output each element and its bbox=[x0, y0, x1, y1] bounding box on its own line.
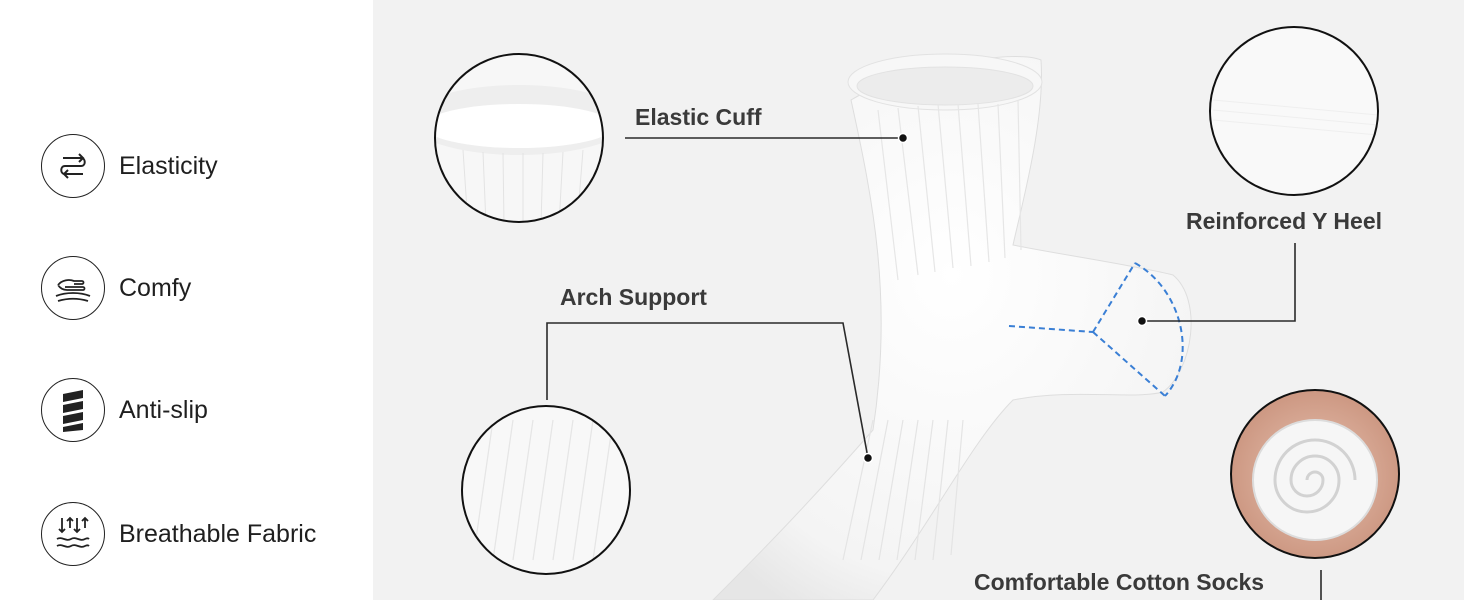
feature-label: Comfy bbox=[119, 273, 192, 302]
cuff-detail-image bbox=[434, 53, 604, 223]
elasticity-icon bbox=[41, 134, 105, 198]
breathable-fabric-icon bbox=[41, 502, 105, 566]
arch-detail-image bbox=[461, 405, 631, 575]
product-stage: Elastic Cuff Reinforced Y Heel Arch Supp… bbox=[373, 0, 1464, 600]
feature-label: Breathable Fabric bbox=[119, 519, 317, 548]
heel-detail-image bbox=[1209, 26, 1379, 196]
feature-breathable: Breathable Fabric bbox=[41, 499, 316, 569]
rolled-sock-image bbox=[1230, 389, 1400, 559]
feature-anti-slip: Anti-slip bbox=[41, 375, 208, 445]
arch-support-label: Arch Support bbox=[560, 284, 707, 310]
feature-label: Anti-slip bbox=[119, 395, 208, 424]
callout-dots bbox=[862, 132, 1148, 464]
y-heel-outline bbox=[1008, 262, 1184, 397]
elastic-cuff-label: Elastic Cuff bbox=[635, 104, 762, 130]
comfy-hand-icon bbox=[41, 256, 105, 320]
callout-lines bbox=[546, 137, 1322, 600]
white-sock bbox=[712, 53, 1192, 600]
feature-label: Elasticity bbox=[119, 151, 218, 180]
feature-elasticity: Elasticity bbox=[41, 131, 218, 201]
anti-slip-icon bbox=[41, 378, 105, 442]
feature-sidebar: Elasticity Comfy Anti-slip bbox=[0, 0, 373, 600]
reinforced-heel-label: Reinforced Y Heel bbox=[1186, 208, 1383, 234]
cotton-socks-label: Comfortable Cotton Socks bbox=[974, 569, 1265, 595]
feature-comfy: Comfy bbox=[41, 253, 191, 323]
